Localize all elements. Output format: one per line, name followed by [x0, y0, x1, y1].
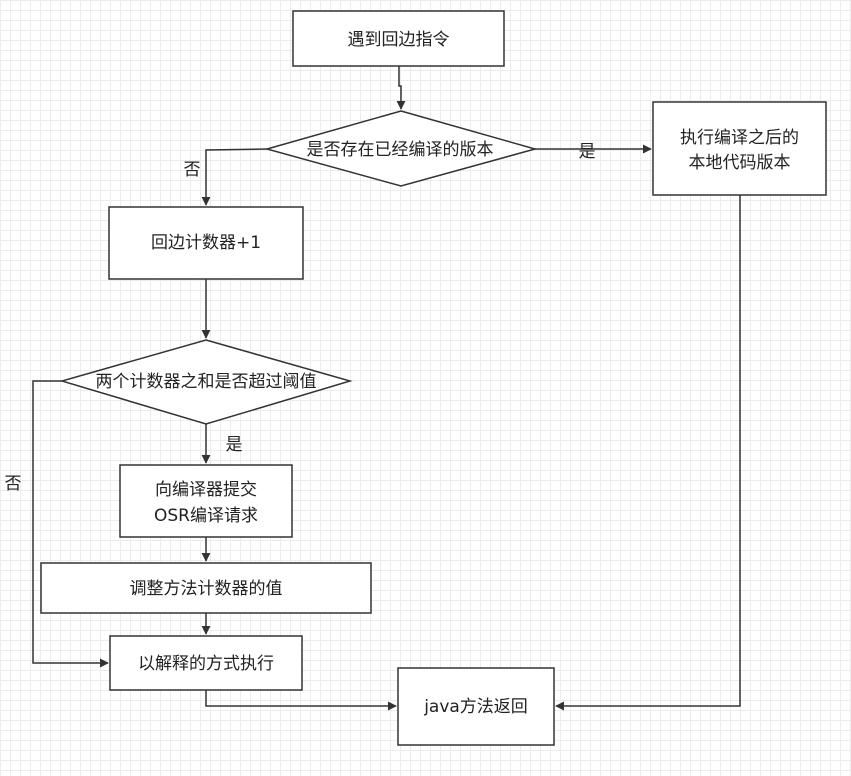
edge-threshold-no [32, 380, 109, 668]
edge-start-to-check-compiled [396, 66, 406, 110]
edge-label-threshold-yes: 是 [226, 435, 243, 455]
node-exec-native-label-line1: 执行编译之后的 [680, 128, 799, 148]
node-exec-native-label-line2: 本地代码版本 [689, 153, 791, 173]
node-interpret: 以解释的方式执行 [109, 635, 303, 691]
node-start: 遇到回边指令 [292, 10, 505, 67]
edge-label-compiled-no: 否 [184, 160, 201, 180]
node-check-compiled-label: 是否存在已经编译的版本 [307, 140, 494, 160]
node-check-compiled: 是否存在已经编译的版本 [264, 110, 538, 187]
node-increment-counter-label: 回边计数器+1 [151, 233, 261, 253]
edge-interpret-to-return [205, 690, 397, 711]
node-submit-osr-label-line1: 向编译器提交 [155, 480, 257, 500]
node-exec-native: 执行编译之后的 本地代码版本 [652, 101, 827, 196]
node-increment-counter: 回边计数器+1 [108, 206, 304, 280]
node-adjust-counter: 调整方法计数器的值 [40, 562, 372, 614]
node-interpret-label: 以解释的方式执行 [138, 654, 274, 674]
node-adjust-counter-label: 调整方法计数器的值 [130, 579, 283, 599]
node-start-label: 遇到回边指令 [348, 30, 450, 50]
node-submit-osr-label-line2: OSR编译请求 [154, 506, 258, 526]
edge-compiled-no [201, 148, 268, 206]
node-check-threshold: 两个计数器之和是否超过阈值 [59, 339, 353, 425]
node-method-return: java方法返回 [397, 667, 555, 746]
node-check-threshold-label: 两个计数器之和是否超过阈值 [96, 372, 317, 392]
edge-label-compiled-yes: 是 [579, 142, 596, 162]
node-method-return-label: java方法返回 [423, 697, 528, 717]
edge-label-threshold-no: 否 [5, 474, 22, 494]
edge-native-to-return [555, 195, 741, 711]
node-submit-osr: 向编译器提交 OSR编译请求 [119, 464, 293, 538]
